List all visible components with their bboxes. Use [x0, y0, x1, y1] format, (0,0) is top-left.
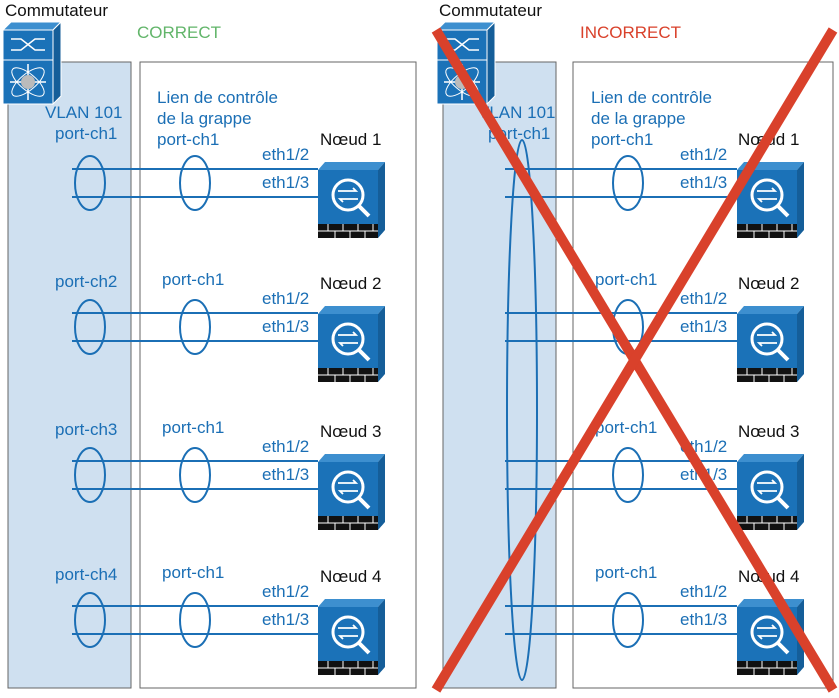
switch-port-channel-label: port-ch2	[55, 272, 117, 291]
firewall-node-icon	[316, 304, 387, 384]
firewall-node-icon	[735, 597, 806, 677]
firewall-node-icon	[735, 452, 806, 532]
node-row: port-ch2 port-ch1 eth1/2 eth1/3 Nœud 2	[55, 270, 387, 384]
node-label: Nœud 3	[738, 422, 799, 441]
node-port-channel-label: port-ch1	[595, 418, 657, 437]
eth1-3-label: eth1/3	[262, 465, 309, 484]
status-label: INCORRECT	[580, 23, 681, 42]
firewall-node-icon	[316, 160, 387, 240]
eth1-3-label: eth1/3	[262, 317, 309, 336]
node-port-channel-oval	[179, 592, 211, 648]
switch-vlan-area	[7, 61, 132, 689]
switch-port-channel-oval	[74, 447, 106, 503]
node-port-channel-oval	[612, 447, 644, 503]
node-row: port-ch1 eth1/2 eth1/3 Nœud 2	[505, 270, 806, 384]
node-label: Nœud 2	[320, 274, 381, 293]
eth1-2-label: eth1/2	[680, 145, 727, 164]
ccl-label: port-ch1	[157, 130, 219, 149]
vlan-label: VLAN 101	[45, 103, 123, 122]
red-x-stroke	[431, 27, 838, 693]
eth1-2-label: eth1/2	[262, 289, 309, 308]
node-row: port-ch4 port-ch1 eth1/2 eth1/3 Nœud 4	[55, 563, 387, 677]
firewall-node-icon	[316, 452, 387, 532]
node-row: port-ch3 port-ch1 eth1/2 eth1/3 Nœud 3	[55, 418, 387, 532]
switch-port-channel-oval	[74, 155, 106, 211]
switch-label: Commutateur	[5, 1, 108, 20]
node-port-channel-oval	[179, 299, 211, 355]
node-port-channel-oval	[612, 592, 644, 648]
node-port-channel-oval	[179, 447, 211, 503]
node-label: Nœud 2	[738, 274, 799, 293]
eth1-3-label: eth1/3	[680, 610, 727, 629]
switch-port-channel-label: port-ch3	[55, 420, 117, 439]
node-port-channel-oval	[179, 155, 211, 211]
switch-icon	[2, 21, 62, 105]
switch-port-channel-label: port-ch4	[55, 565, 117, 584]
node-label: Nœud 4	[320, 567, 381, 586]
firewall-node-icon	[316, 597, 387, 677]
ccl-label: Lien de contrôle	[591, 88, 712, 107]
node-label: Nœud 1	[320, 130, 381, 149]
switch-port-channel-label: port-ch1	[55, 124, 117, 143]
eth1-3-label: eth1/3	[680, 317, 727, 336]
eth1-2-label: eth1/2	[262, 437, 309, 456]
eth1-3-label: eth1/3	[262, 173, 309, 192]
node-row: port-ch1 eth1/2 eth1/3 Nœud 1	[55, 124, 387, 240]
node-port-channel-label: port-ch1	[595, 270, 657, 289]
ccl-label: Lien de contrôle	[157, 88, 278, 107]
node-port-channel-label: port-ch1	[162, 563, 224, 582]
switch-label: Commutateur	[439, 1, 542, 20]
vlan-label: VLAN 101	[478, 103, 556, 122]
node-port-channel-label: port-ch1	[595, 563, 657, 582]
eth1-2-label: eth1/2	[262, 145, 309, 164]
eth1-3-label: eth1/3	[262, 610, 309, 629]
switch-icon	[436, 21, 496, 105]
ccl-label: de la grappe	[591, 109, 686, 128]
spanned-port-channel-oval	[506, 139, 538, 681]
node-port-channel-label: port-ch1	[162, 270, 224, 289]
node-port-channel-label: port-ch1	[162, 418, 224, 437]
eth1-2-label: eth1/2	[680, 582, 727, 601]
status-label: CORRECT	[137, 23, 221, 42]
ccl-label: de la grappe	[157, 109, 252, 128]
node-label: Nœud 3	[320, 422, 381, 441]
firewall-node-icon	[735, 304, 806, 384]
switch-port-channel-oval	[74, 592, 106, 648]
switch-port-channel-oval	[74, 299, 106, 355]
eth1-2-label: eth1/2	[262, 582, 309, 601]
ccl-label: port-ch1	[591, 130, 653, 149]
eth1-3-label: eth1/3	[680, 173, 727, 192]
eth1-2-label: eth1/2	[680, 289, 727, 308]
node-port-channel-oval	[612, 155, 644, 211]
